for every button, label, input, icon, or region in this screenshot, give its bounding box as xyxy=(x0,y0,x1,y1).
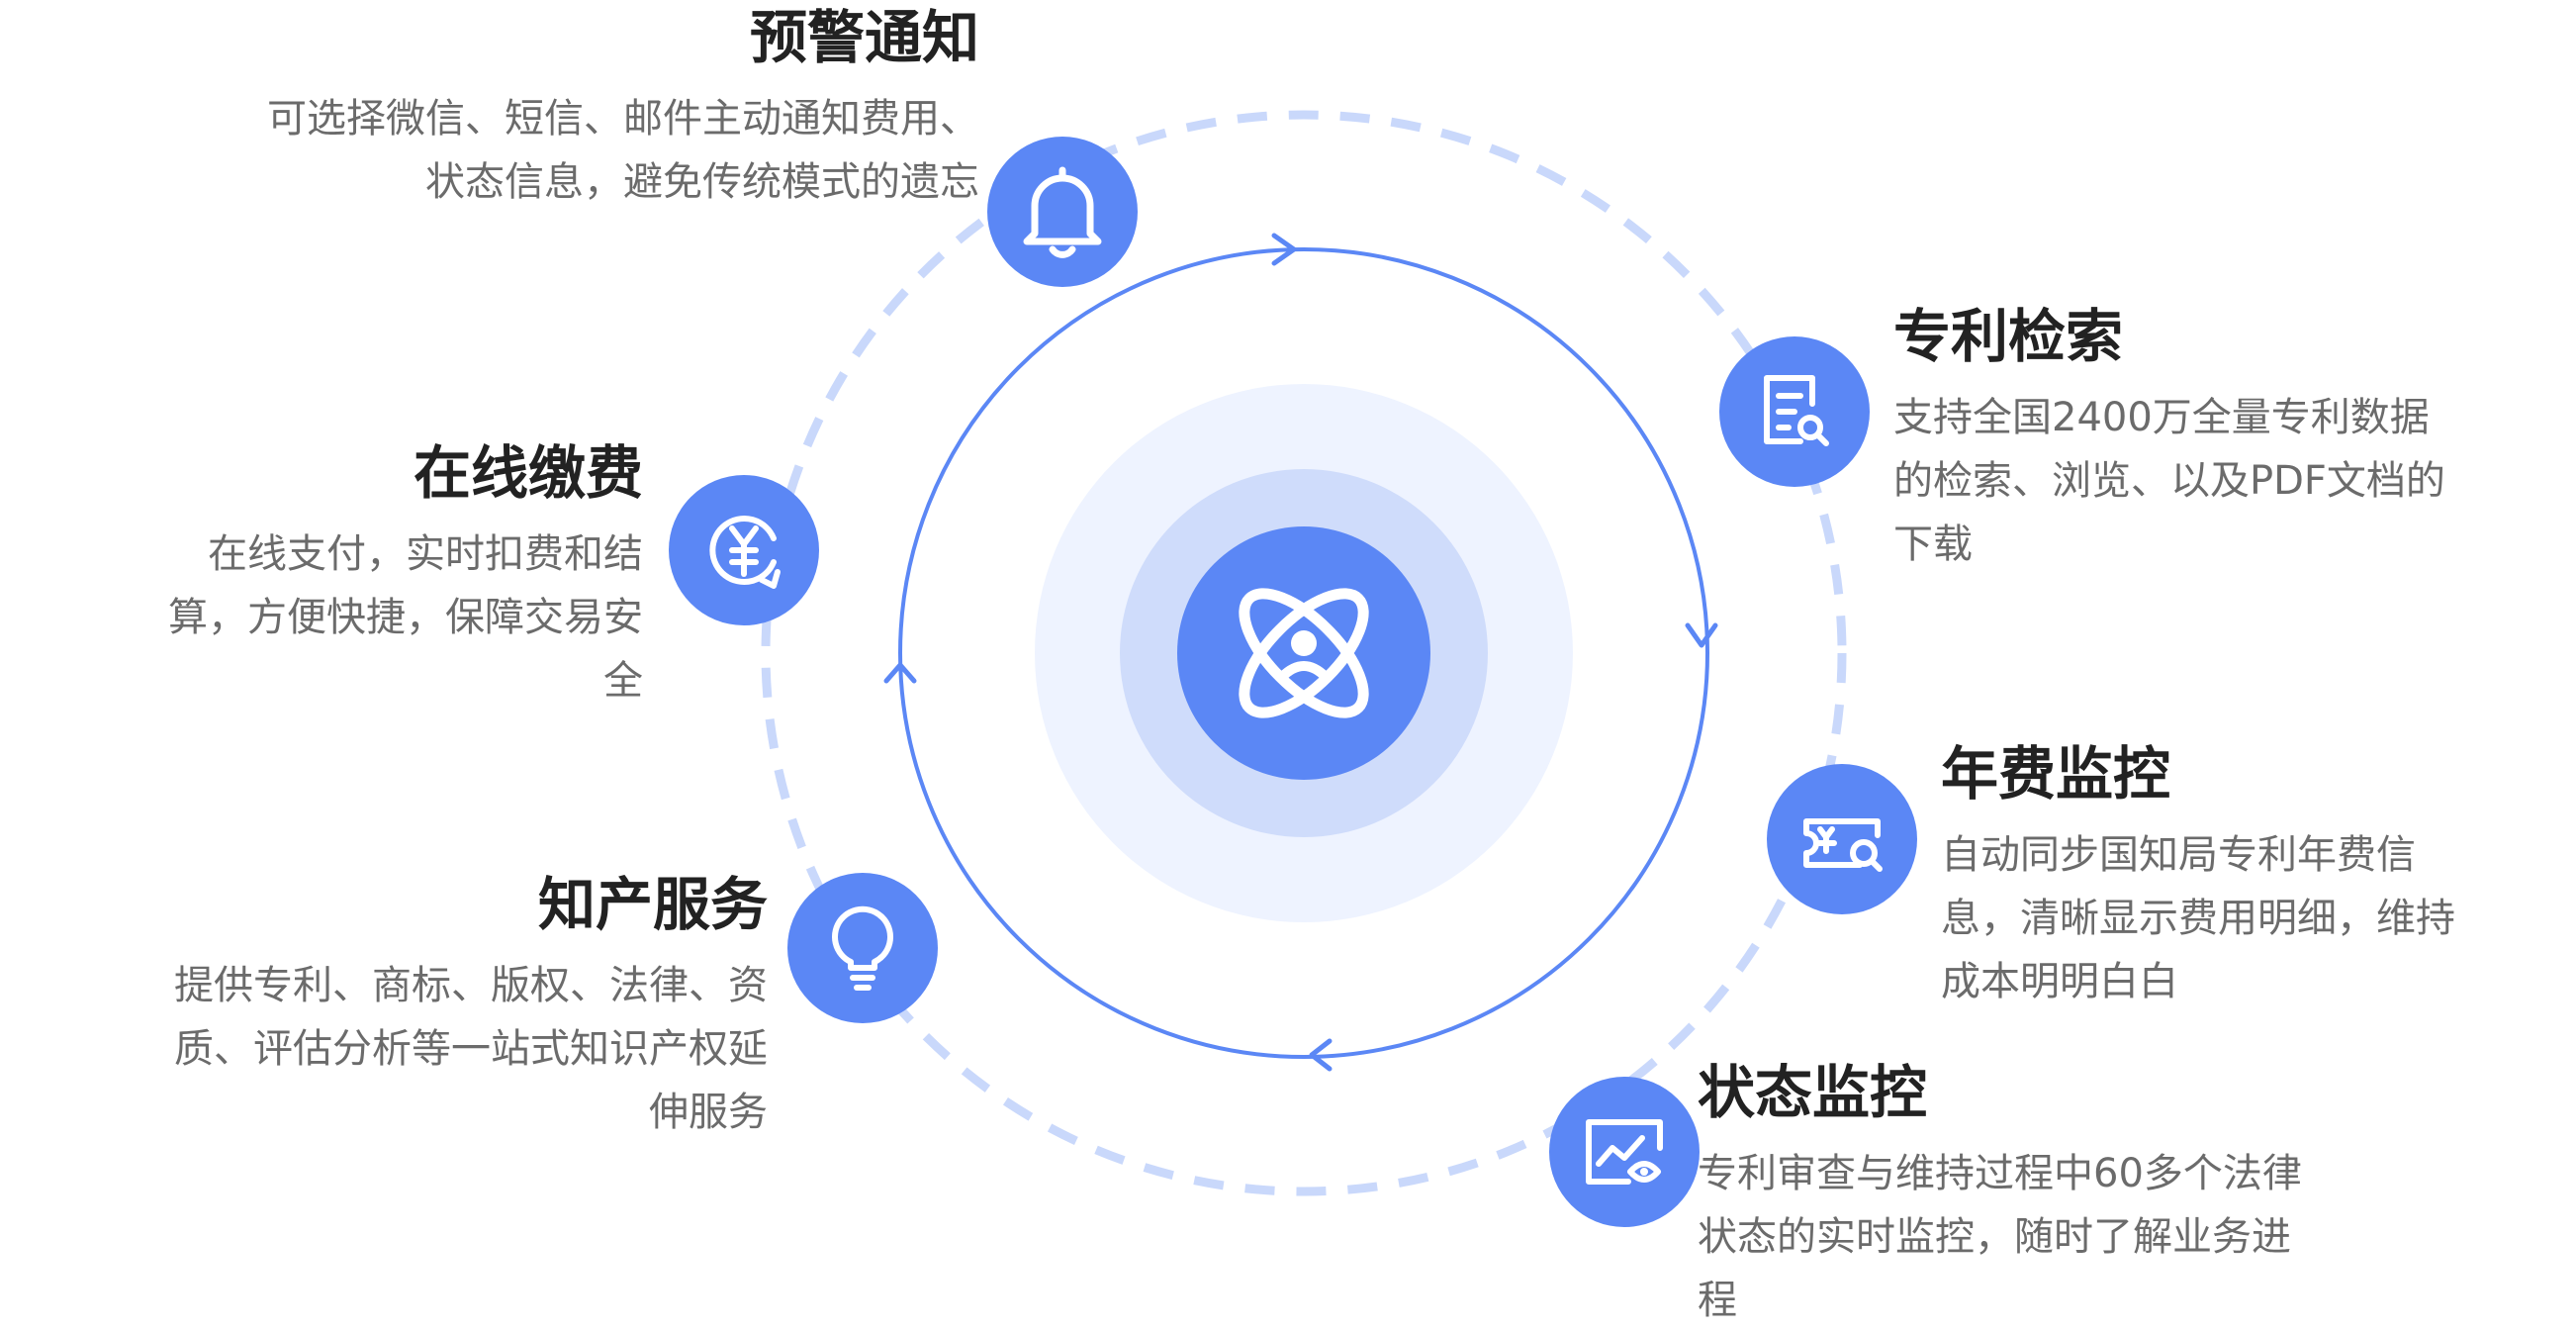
feature-ip: 知产服务 提供专利、商标、版权、法律、资质、评估分析等一站式知识产权延伸服务 xyxy=(148,871,768,1144)
node-ip xyxy=(787,873,938,1023)
feature-status: 状态监控 专利审查与维持过程中60多个法律状态的实时监控，随时了解业务进程 xyxy=(1698,1059,2321,1332)
feature-title: 状态监控 xyxy=(1698,1059,1928,1126)
feature-title: 知产服务 xyxy=(537,871,768,938)
feature-desc: 支持全国2400万全量专利数据的检索、浏览、以及PDF文档的下载 xyxy=(1893,394,2445,567)
feature-title: 在线缴费 xyxy=(413,439,643,507)
ticket-search-icon xyxy=(1803,818,1883,872)
feature-annual: 年费监控 自动同步国知局专利年费信息，清晰显示费用明细，维持成本明明白白 xyxy=(1941,740,2465,1013)
feature-desc: 在线支付，实时扣费和结算，方便快捷，保障交易安全 xyxy=(168,530,643,704)
node-annual xyxy=(1767,764,1917,914)
feature-desc: 专利审查与维持过程中60多个法律状态的实时监控，随时了解业务进程 xyxy=(1698,1150,2302,1323)
lightbulb-icon xyxy=(832,905,893,991)
arrow-top xyxy=(1271,233,1297,266)
feature-desc: 可选择微信、短信、邮件主动通知费用、状态信息，避免传统模式的遗忘 xyxy=(267,95,979,205)
feature-desc: 提供专利、商标、版权、法律、资质、评估分析等一站式知识产权延伸服务 xyxy=(174,962,768,1135)
feature-search: 专利检索 支持全国2400万全量专利数据的检索、浏览、以及PDF文档的下载 xyxy=(1893,303,2447,576)
document-search-icon xyxy=(1764,375,1829,446)
arrow-left xyxy=(883,662,917,684)
node-payment xyxy=(669,475,819,625)
atom-user-icon xyxy=(1239,588,1369,718)
feature-title: 年费监控 xyxy=(1941,740,2171,808)
feature-title: 预警通知 xyxy=(749,4,979,71)
dashed-ring xyxy=(761,110,1847,1196)
node-status xyxy=(1549,1077,1700,1227)
arrow-right xyxy=(1685,622,1718,648)
feature-payment: 在线缴费 在线支付，实时扣费和结算，方便快捷，保障交易安全 xyxy=(148,439,643,713)
feature-warning: 预警通知 可选择微信、短信、邮件主动通知费用、状态信息，避免传统模式的遗忘 xyxy=(267,4,979,214)
cycle-ring xyxy=(898,247,1709,1059)
feature-desc: 自动同步国知局专利年费信息，清晰显示费用明细，维持成本明明白白 xyxy=(1941,831,2455,1004)
bell-icon xyxy=(1023,166,1102,258)
node-search xyxy=(1719,336,1870,487)
yuan-cycle-icon xyxy=(709,516,781,589)
monitor-eye-icon xyxy=(1586,1119,1663,1185)
node-warning xyxy=(987,137,1138,287)
feature-title: 专利检索 xyxy=(1893,303,2124,370)
arrow-bottom xyxy=(1309,1038,1333,1072)
